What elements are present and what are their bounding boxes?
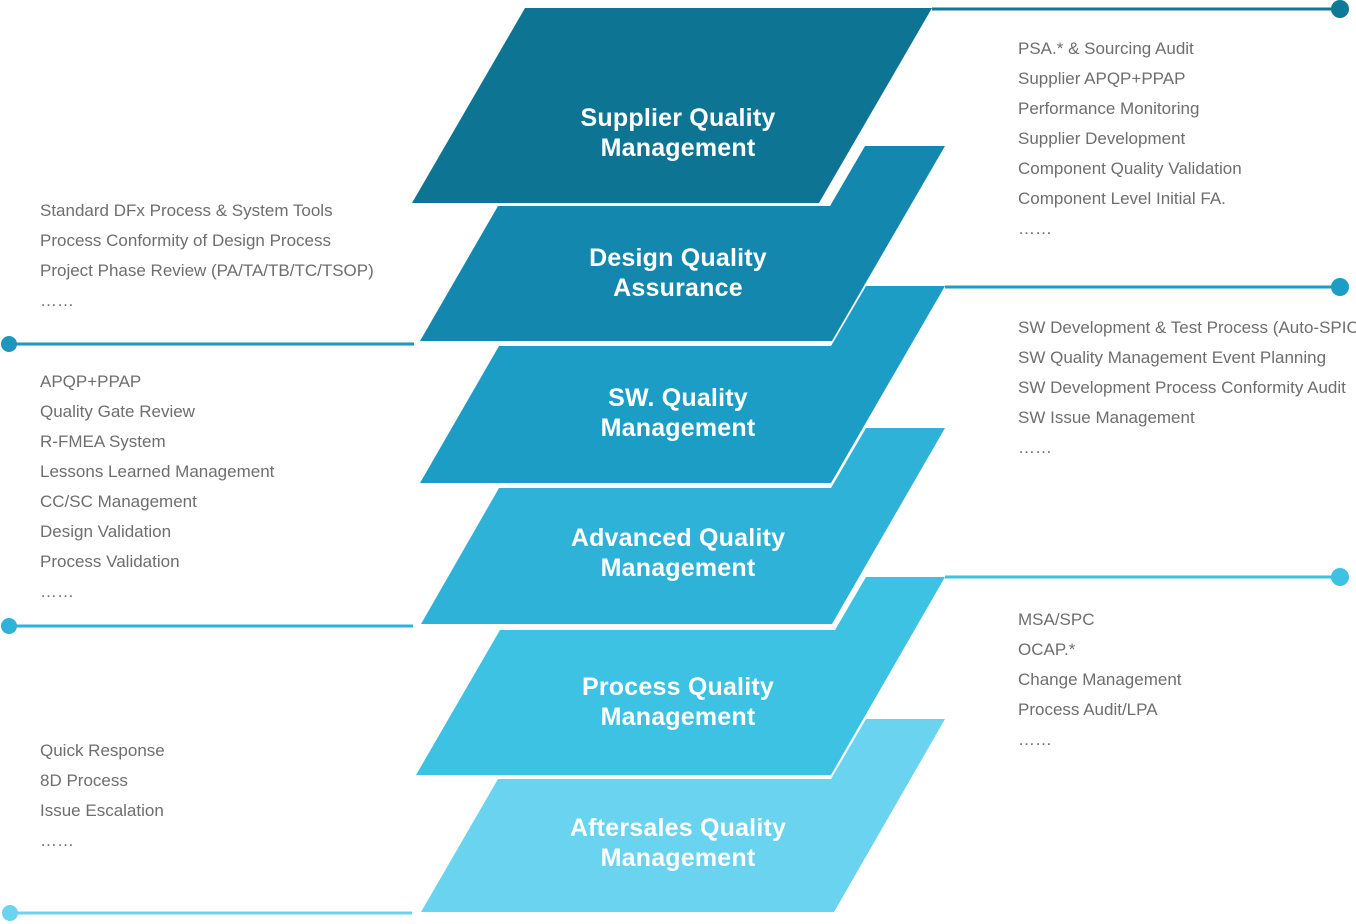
connector-right-middle (945, 278, 1349, 296)
list-item: Component Quality Validation (1018, 159, 1242, 178)
list-item: …… (40, 291, 74, 310)
list-item: SW Development Process Conformity Audit (1018, 378, 1346, 397)
list-item: Process Validation (40, 552, 180, 571)
list-item: …… (1018, 730, 1052, 749)
list-item: R-FMEA System (40, 432, 166, 451)
sw-quality-items-list: SW Development & Test Process (Auto-SPIC… (1018, 313, 1356, 463)
list-item: PSA.* & Sourcing Audit (1018, 39, 1194, 58)
connector-right-top (932, 0, 1349, 18)
list-item: SW Issue Management (1018, 408, 1195, 427)
connector-dot-right-middle (1331, 278, 1349, 296)
list-item: Supplier APQP+PPAP (1018, 69, 1186, 88)
connector-dot-left-middle (1, 618, 17, 634)
list-item: Process Audit/LPA (1018, 700, 1158, 719)
band-shape-advanced-quality-management (421, 428, 945, 624)
list-item: Project Phase Review (PA/TA/TB/TC/TSOP) (40, 261, 374, 280)
connector-right-bottom (945, 568, 1349, 586)
connector-left-bottom (2, 905, 412, 921)
band-shape-supplier-quality-management (412, 8, 932, 203)
list-item: Issue Escalation (40, 801, 164, 820)
connector-left-middle (1, 618, 413, 634)
connector-dot-right-top (1331, 0, 1349, 18)
list-item: Quick Response (40, 741, 165, 760)
list-item: Lessons Learned Management (40, 462, 275, 481)
band-label-advanced-quality-management: Advanced Quality Management (570, 524, 786, 582)
connector-left-top (1, 336, 414, 352)
band-label-design-quality-assurance: Design Quality Assurance (589, 244, 767, 302)
band-label-supplier-quality-management: Supplier Quality Management (580, 104, 776, 162)
connector-dot-left-top (1, 336, 17, 352)
list-item: SW Development & Test Process (Auto-SPIC… (1018, 318, 1356, 337)
connector-dot-left-bottom (2, 905, 18, 921)
list-item: Component Level Initial FA. (1018, 189, 1226, 208)
list-item: …… (1018, 219, 1052, 238)
list-item: SW Quality Management Event Planning (1018, 348, 1327, 367)
band-label-process-quality-management: Process Quality Management (582, 673, 774, 731)
list-item: 8D Process (40, 771, 128, 790)
list-item: Quality Gate Review (40, 402, 195, 421)
band-shape-process-quality-management (416, 577, 945, 775)
band-label-sw-quality-management: SW. Quality Management (600, 384, 756, 442)
list-item: Performance Monitoring (1018, 99, 1200, 118)
list-item: Design Validation (40, 522, 172, 541)
list-item: …… (40, 831, 74, 850)
list-item: …… (1018, 438, 1052, 457)
band-shape-sw-quality-management (420, 286, 945, 483)
list-item: CC/SC Management (40, 492, 197, 511)
band-shape-aftersales-quality-management (421, 719, 945, 912)
list-item: APQP+PPAP (40, 372, 142, 391)
list-item: …… (40, 582, 74, 601)
band-label-aftersales-quality-management: Aftersales Quality Management (569, 814, 787, 872)
band-shape-design-quality-assurance (420, 146, 945, 341)
list-item: Standard DFx Process & System Tools (40, 201, 333, 220)
list-item: MSA/SPC (1018, 610, 1095, 629)
list-item: Change Management (1018, 670, 1182, 689)
list-item: OCAP.* (1018, 640, 1076, 659)
connector-dot-right-bottom (1331, 568, 1349, 586)
list-item: Supplier Development (1018, 129, 1186, 148)
list-item: Process Conformity of Design Process (40, 231, 331, 250)
